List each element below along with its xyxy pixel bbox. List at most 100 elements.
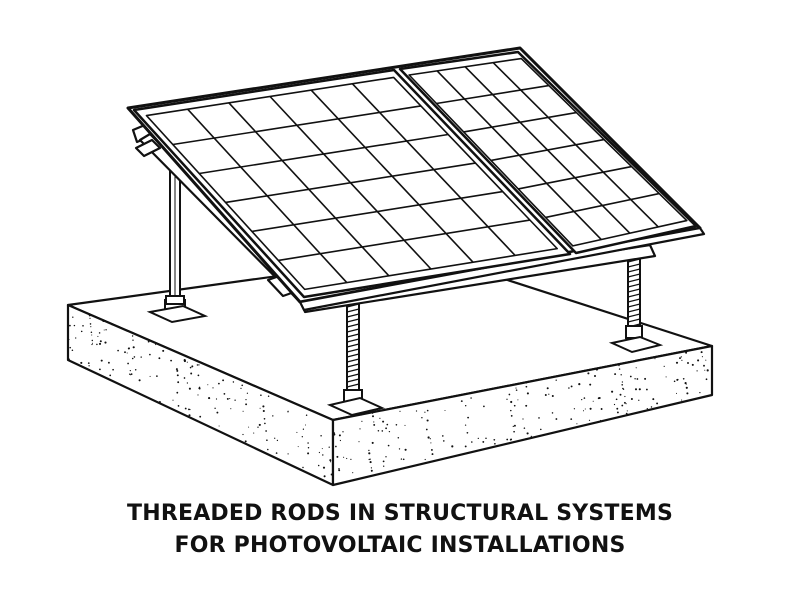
concrete-speck	[370, 467, 373, 469]
concrete-speck	[444, 410, 446, 411]
concrete-speck	[379, 417, 381, 419]
concrete-speck	[333, 432, 335, 434]
concrete-speck	[129, 373, 131, 375]
concrete-speck	[373, 421, 375, 423]
concrete-speck	[112, 368, 114, 371]
concrete-speck	[177, 405, 180, 407]
concrete-speck	[242, 433, 244, 436]
concrete-speck	[510, 400, 513, 404]
concrete-speck	[134, 369, 137, 371]
concrete-speck	[377, 429, 380, 432]
thread-mark	[346, 358, 360, 363]
concrete-speck	[212, 387, 214, 389]
thread-mark	[627, 288, 641, 293]
concrete-speck	[614, 373, 617, 376]
concrete-speck	[588, 419, 591, 421]
concrete-speck	[400, 458, 403, 460]
concrete-speck	[132, 346, 135, 349]
concrete-speck	[339, 439, 341, 442]
concrete-speck	[307, 452, 310, 455]
concrete-texture-front	[68, 314, 333, 478]
concrete-speck	[621, 381, 624, 383]
concrete-speck	[338, 469, 341, 472]
thread-mark	[627, 303, 641, 308]
concrete-speck	[99, 368, 101, 371]
concrete-speck	[697, 359, 700, 362]
concrete-speck	[103, 329, 105, 331]
concrete-speck	[623, 401, 626, 404]
concrete-speck	[186, 382, 189, 384]
rail-clamp-left	[134, 138, 162, 158]
concrete-speck	[91, 342, 94, 344]
concrete-speck	[361, 420, 363, 422]
concrete-speck	[682, 377, 685, 380]
concrete-speck	[395, 424, 398, 426]
concrete-speck	[398, 448, 401, 450]
concrete-speck	[338, 434, 341, 437]
concrete-speck	[230, 408, 232, 410]
concrete-speck	[621, 404, 624, 407]
caption-line-1: THREADED RODS IN STRUCTURAL SYSTEMS	[127, 501, 673, 526]
concrete-speck	[494, 442, 496, 445]
concrete-speck	[97, 335, 99, 337]
concrete-speck	[89, 323, 92, 325]
concrete-speck	[629, 375, 632, 378]
rear-left-base-plate	[146, 304, 209, 324]
cell-divider-horizontal	[172, 105, 422, 146]
concrete-speck	[147, 340, 150, 343]
concrete-speck	[100, 359, 103, 362]
concrete-speck	[441, 435, 444, 437]
concrete-speck	[301, 436, 303, 438]
concrete-speck	[207, 384, 209, 386]
concrete-speck	[515, 389, 518, 391]
concrete-speck	[369, 461, 372, 464]
concrete-speck	[576, 423, 578, 425]
concrete-speck	[218, 425, 220, 427]
thread-mark	[627, 313, 641, 318]
concrete-speck	[138, 379, 141, 382]
concrete-speck	[372, 412, 374, 414]
concrete-speck	[89, 317, 91, 319]
concrete-speck	[706, 369, 709, 372]
concrete-speck	[685, 351, 688, 354]
concrete-speck	[593, 374, 597, 378]
concrete-speck	[404, 424, 406, 426]
concrete-speck	[630, 413, 632, 415]
concrete-speck	[132, 339, 134, 341]
concrete-speck	[276, 439, 279, 442]
concrete-speck	[176, 391, 179, 394]
concrete-speck	[467, 416, 469, 419]
concrete-speck	[619, 393, 622, 396]
concrete-speck	[368, 458, 370, 461]
cell-divider-horizontal	[225, 162, 476, 204]
concrete-speck	[635, 367, 637, 369]
concrete-speck	[342, 431, 344, 433]
concrete-speck	[513, 430, 515, 433]
concrete-speck	[188, 387, 191, 390]
concrete-speck	[197, 374, 200, 377]
concrete-speck	[555, 418, 558, 420]
concrete-speck	[245, 399, 247, 401]
concrete-speck	[530, 435, 532, 438]
concrete-speck	[126, 352, 128, 354]
concrete-speck	[368, 449, 370, 452]
concrete-speck	[522, 418, 524, 420]
front-threaded-rod	[326, 299, 386, 417]
concrete-speck	[600, 419, 601, 421]
concrete-speck	[676, 378, 679, 381]
concrete-speck	[540, 428, 542, 431]
concrete-speck	[431, 453, 434, 456]
concrete-speck	[399, 410, 401, 412]
rear-left-post	[146, 159, 209, 324]
concrete-speck	[525, 437, 527, 440]
concrete-speck	[482, 440, 485, 443]
concrete-speck	[578, 383, 581, 386]
concrete-speck	[133, 356, 136, 358]
concrete-speck	[673, 380, 676, 383]
concrete-speck	[329, 461, 332, 463]
concrete-speck	[107, 361, 110, 364]
thread-mark	[346, 348, 360, 353]
concrete-speck	[130, 373, 133, 375]
panel-outline	[398, 50, 698, 255]
concrete-speck	[267, 395, 270, 397]
